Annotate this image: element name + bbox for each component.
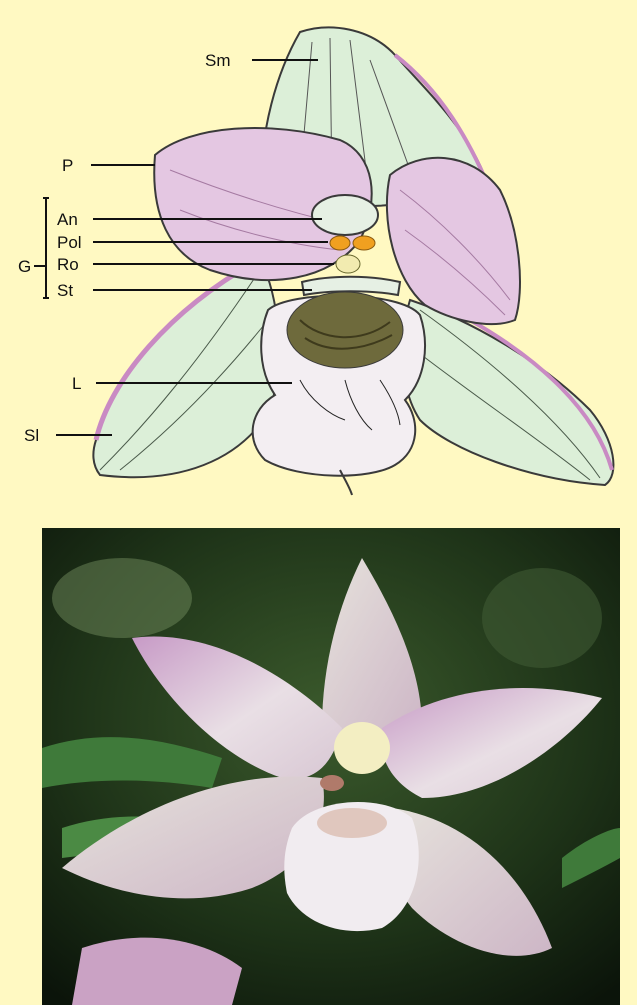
- petal-right: [387, 158, 520, 324]
- label-l: L: [72, 374, 81, 393]
- label-sl: Sl: [24, 426, 39, 445]
- label-an: An: [57, 210, 78, 229]
- pollinium-right: [353, 236, 375, 250]
- label-sm: Sm: [205, 51, 231, 70]
- lateral-sepal-right: [403, 300, 614, 485]
- anther: [312, 195, 378, 235]
- orchid-photo-image: [42, 528, 620, 1005]
- label-g: G: [18, 257, 31, 276]
- orchid-flower-diagram: Sm P G An Pol Ro St L Sl: [0, 0, 637, 510]
- pollinium-left: [330, 236, 350, 250]
- flower-illustration: [93, 27, 613, 495]
- labellum-hypochile: [287, 292, 403, 368]
- label-st: St: [57, 281, 73, 300]
- label-ro: Ro: [57, 255, 79, 274]
- label-pol: Pol: [57, 233, 82, 252]
- label-p: P: [62, 156, 73, 175]
- orchid-photo: [42, 528, 620, 1005]
- rostellum: [336, 255, 360, 273]
